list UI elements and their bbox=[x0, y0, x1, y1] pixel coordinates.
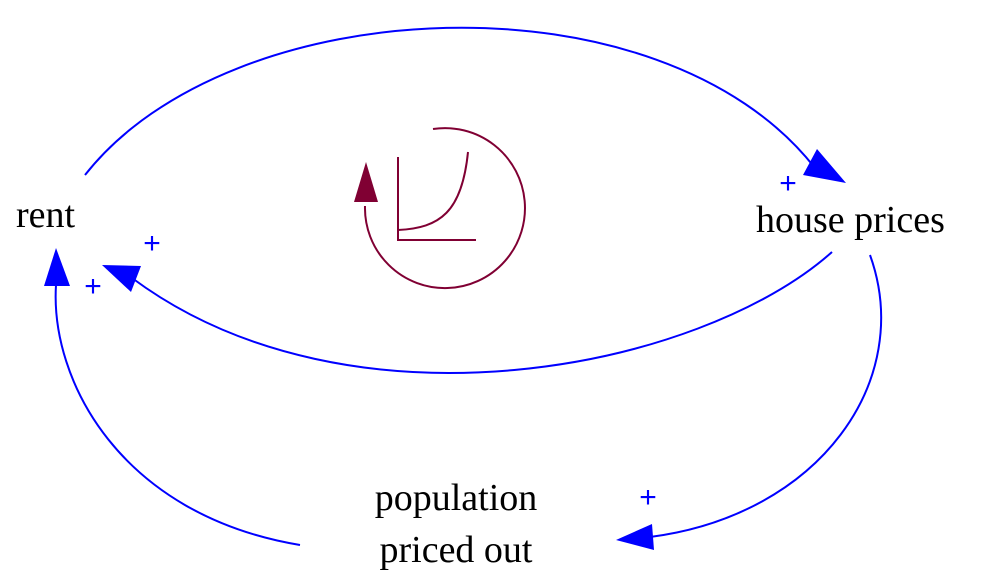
node-population-priced-out-line1: population bbox=[375, 477, 538, 519]
node-house-prices: house prices bbox=[756, 199, 945, 241]
arrowhead bbox=[102, 265, 141, 292]
arrowhead bbox=[803, 149, 846, 183]
node-population-priced-out-line2: priced out bbox=[379, 529, 532, 571]
node-rent: rent bbox=[16, 194, 76, 236]
link-curve bbox=[131, 251, 833, 374]
growth-axes bbox=[397, 157, 476, 241]
loop-circle-arc bbox=[363, 127, 526, 290]
polarity-sign: + bbox=[143, 227, 161, 260]
link-house-prices-to-population-priced-out: + bbox=[616, 254, 883, 550]
arrowhead bbox=[616, 524, 654, 550]
link-population-priced-out-to-rent: + bbox=[44, 248, 301, 546]
growth-curve bbox=[397, 151, 469, 231]
link-curve bbox=[649, 254, 883, 538]
arrowhead bbox=[44, 248, 70, 286]
polarity-sign: + bbox=[84, 270, 102, 303]
link-curve bbox=[84, 26, 816, 176]
link-curve bbox=[54, 284, 301, 546]
polarity-sign: + bbox=[779, 167, 797, 200]
reinforcing-growth-icon bbox=[354, 127, 526, 290]
link-rent-to-house-prices: + bbox=[84, 26, 846, 200]
loop-arrowhead bbox=[354, 162, 378, 202]
polarity-sign: + bbox=[639, 481, 657, 514]
link-house-prices-to-rent: + bbox=[102, 227, 833, 374]
